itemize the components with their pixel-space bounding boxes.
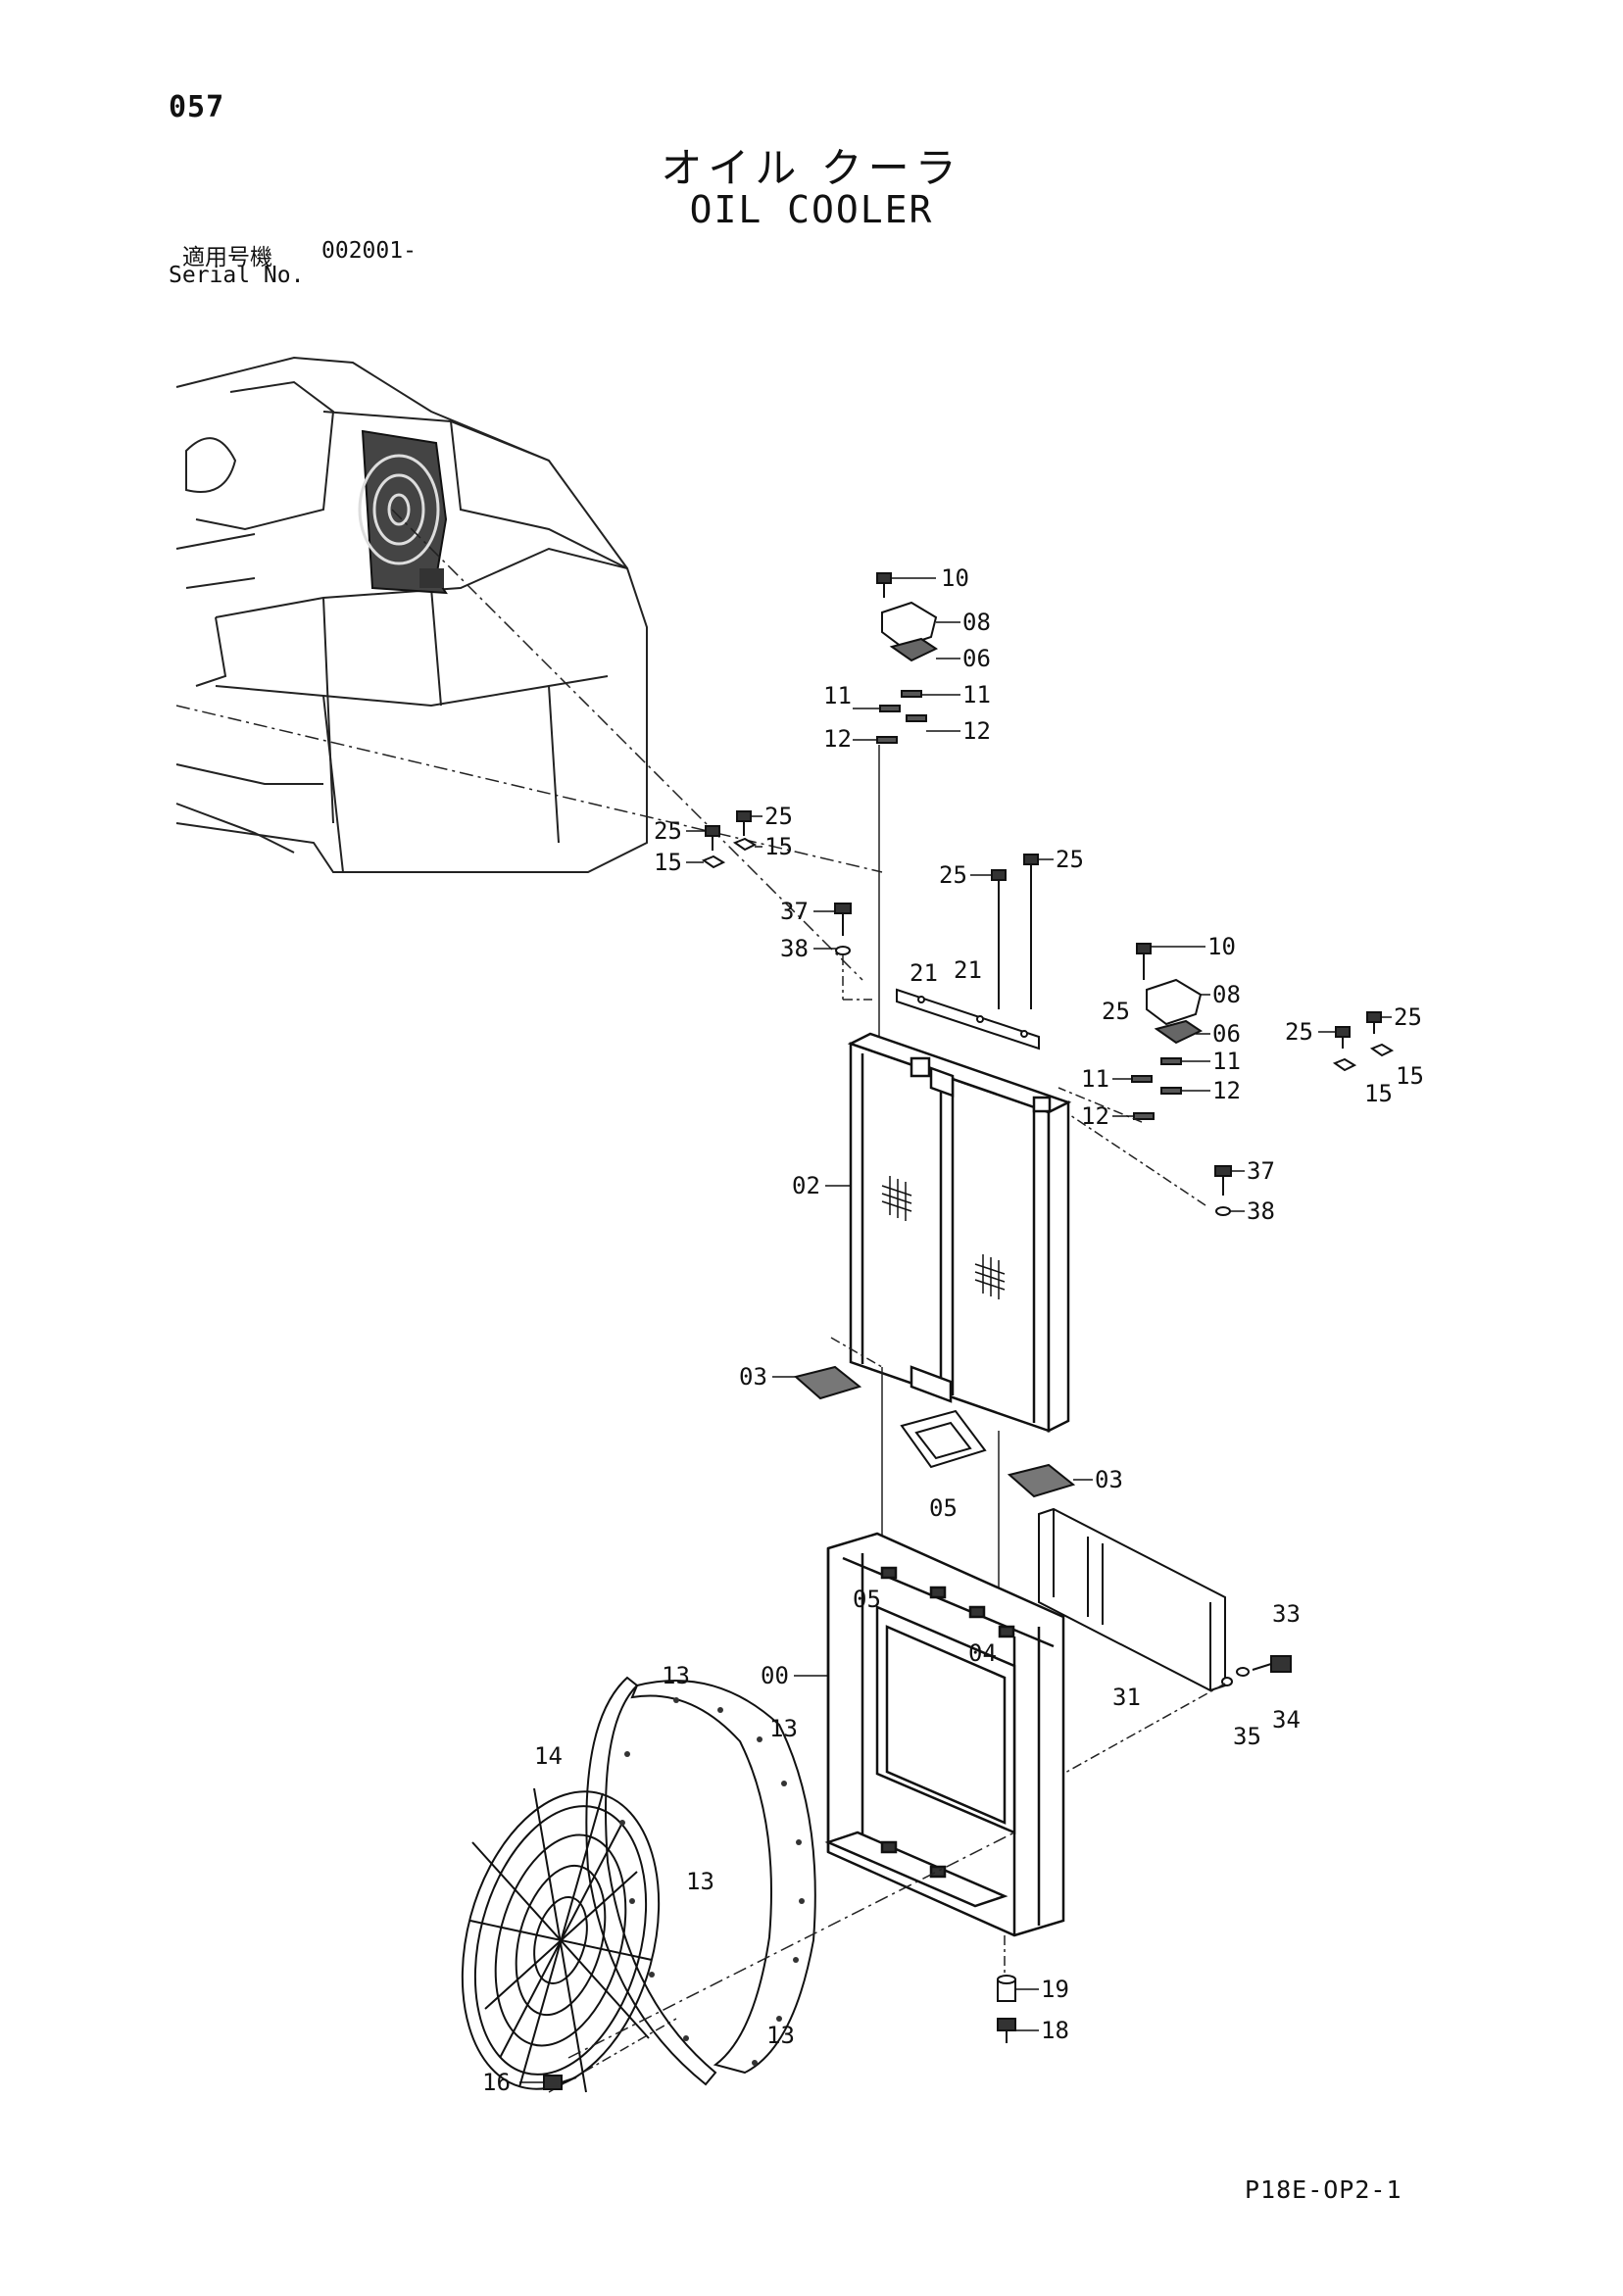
callout-04: 04 [968, 1639, 997, 1667]
callout-12: 12 [1081, 1102, 1109, 1130]
bottom-hardware [543, 1975, 1016, 2090]
top-clamp-parts [876, 572, 939, 744]
callout-25: 25 [1056, 846, 1084, 873]
shroud-rings [585, 1676, 816, 2086]
callout-05: 05 [929, 1494, 958, 1522]
callout-15: 15 [654, 849, 682, 876]
callout-35: 35 [1233, 1723, 1261, 1750]
callout-00: 00 [761, 1662, 789, 1689]
callout-25: 25 [654, 817, 682, 845]
callout-31: 31 [1112, 1684, 1141, 1711]
callout-10: 10 [1207, 933, 1236, 960]
fan-guard [461, 1787, 661, 2093]
callout-13: 13 [766, 2022, 795, 2049]
callout-37: 37 [780, 898, 809, 925]
overview-oil-cooler-highlight [358, 429, 448, 595]
callout-38: 38 [1247, 1197, 1275, 1225]
title-japanese: オイル クーラ [661, 144, 962, 192]
serial-label-japanese: 適用号機 [182, 245, 272, 270]
callout-15: 15 [1364, 1080, 1393, 1107]
serial-label-english: Serial No. [169, 263, 305, 288]
callout-25: 25 [764, 803, 793, 830]
callout-06: 06 [962, 645, 991, 672]
overview-leader-line [391, 509, 863, 981]
mounting-strip [896, 988, 1040, 1050]
page-number: 057 [169, 90, 225, 124]
callout-02: 02 [792, 1172, 820, 1199]
cooler-frame [824, 1532, 1065, 1937]
machine-overview-illustration [175, 356, 648, 873]
callout-25: 25 [1102, 998, 1130, 1025]
side-cover [1038, 1507, 1226, 1692]
callout-11: 11 [962, 681, 991, 708]
title-english: OIL COOLER [689, 188, 934, 231]
assembly-line [1057, 1106, 1206, 1206]
callout-34: 34 [1272, 1706, 1301, 1734]
center-bolt-parts [834, 854, 1039, 1009]
callout-15: 15 [1396, 1062, 1424, 1090]
callout-11: 11 [823, 682, 852, 709]
callout-21: 21 [910, 959, 938, 987]
callout-38: 38 [780, 935, 809, 962]
assembly-line [567, 1832, 1015, 2059]
callout-13: 13 [769, 1715, 798, 1742]
callout-05: 05 [853, 1586, 881, 1613]
brackets-and-plate [793, 1365, 1076, 1498]
assembly-line [1062, 1683, 1226, 1775]
oil-cooler-core [847, 1032, 1072, 1434]
callout-12: 12 [962, 717, 991, 745]
side-cover-bolts [1221, 1655, 1292, 1686]
callout-13: 13 [662, 1662, 690, 1689]
callout-labels: 10 08 06 11 11 12 12 25 25 15 15 25 25 3… [482, 564, 1424, 2096]
callout-leader-lines [519, 577, 1392, 2083]
callout-03: 03 [1095, 1466, 1123, 1493]
document-code: P18E-OP2-1 [1245, 2175, 1402, 2204]
right-clamp-parts [1131, 943, 1395, 1216]
callout-33: 33 [1272, 1600, 1301, 1628]
left-bolt-parts [701, 810, 758, 869]
assembly-line [830, 1337, 883, 1368]
callout-21: 21 [954, 956, 982, 984]
callout-19: 19 [1041, 1976, 1069, 2003]
callout-18: 18 [1041, 2017, 1069, 2044]
callout-08: 08 [962, 609, 991, 636]
callout-11: 11 [1212, 1048, 1241, 1075]
callout-25: 25 [939, 861, 967, 889]
callout-12: 12 [1212, 1077, 1241, 1104]
callout-25: 25 [1394, 1003, 1422, 1031]
callout-03: 03 [739, 1363, 767, 1391]
callout-25: 25 [1285, 1018, 1313, 1046]
callout-37: 37 [1247, 1157, 1275, 1185]
callout-12: 12 [823, 725, 852, 753]
callout-06: 06 [1212, 1020, 1241, 1048]
callout-14: 14 [534, 1742, 563, 1770]
callout-08: 08 [1212, 981, 1241, 1008]
callout-10: 10 [941, 564, 969, 592]
callout-11: 11 [1081, 1065, 1109, 1093]
serial-number-value: 002001- [321, 238, 417, 264]
callout-13: 13 [686, 1868, 714, 1895]
callout-16: 16 [482, 2069, 511, 2096]
callout-15: 15 [764, 833, 793, 860]
